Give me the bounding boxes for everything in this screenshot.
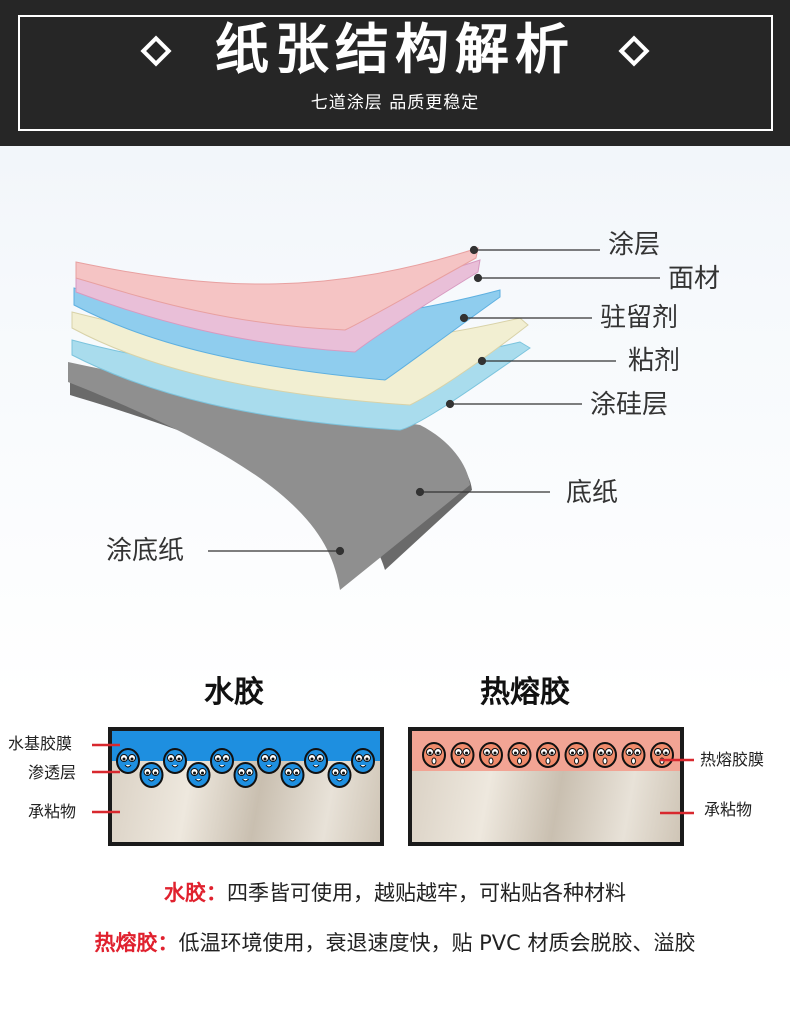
label-penetration: 渗透层 bbox=[28, 763, 77, 782]
label-water-film: 水基胶膜 bbox=[8, 734, 73, 753]
molecule-face-icon bbox=[327, 762, 352, 788]
molecule-face-icon bbox=[507, 742, 532, 768]
label-hotmelt-substrate: 承粘物 bbox=[704, 800, 753, 819]
molecule-face-icon bbox=[116, 748, 140, 774]
molecule-face-icon bbox=[257, 748, 281, 774]
molecule-face-icon bbox=[186, 762, 211, 788]
water-glue-panel bbox=[108, 727, 384, 846]
hotmelt-panel bbox=[408, 727, 684, 846]
label-retention: 驻留剂 bbox=[600, 303, 679, 333]
molecule-face-icon bbox=[621, 742, 646, 768]
water-glue-title: 水胶 bbox=[204, 675, 264, 710]
label-base: 底纸 bbox=[566, 478, 619, 508]
note-hotmelt: 热熔胶：低温环境使用，衰退速度快，贴 PVC 材质会脱胶、溢胶 bbox=[94, 931, 696, 955]
paper-layer-diagram bbox=[68, 245, 660, 590]
molecule-face-icon bbox=[163, 748, 187, 774]
water-film bbox=[112, 731, 380, 761]
water-molecules bbox=[116, 748, 375, 788]
molecule-face-icon bbox=[139, 762, 164, 788]
molecule-face-icon bbox=[564, 742, 589, 768]
molecule-face-icon bbox=[233, 762, 258, 788]
note-water: 水胶：四季皆可使用，越贴越牢，可粘贴各种材料 bbox=[164, 881, 626, 905]
hotmelt-title: 热熔胶 bbox=[480, 675, 570, 710]
label-coated-base: 涂底纸 bbox=[106, 536, 185, 566]
molecule-face-icon bbox=[593, 742, 617, 768]
page-subtitle: 七道涂层 品质更稳定 bbox=[310, 93, 480, 113]
hotmelt-molecules bbox=[422, 742, 674, 768]
leader-lines bbox=[208, 245, 660, 556]
coating-layer bbox=[75, 247, 479, 331]
molecule-face-icon bbox=[280, 762, 305, 788]
molecule-face-icon bbox=[422, 742, 446, 768]
label-water-substrate: 承粘物 bbox=[28, 802, 77, 821]
label-coating: 涂层 bbox=[608, 230, 661, 260]
molecule-face-icon bbox=[210, 748, 234, 774]
molecule-face-icon bbox=[450, 742, 475, 768]
label-adhesive: 粘剂 bbox=[628, 346, 681, 376]
molecule-face-icon bbox=[351, 748, 375, 774]
molecule-face-icon bbox=[304, 748, 328, 774]
molecule-face-icon bbox=[536, 742, 560, 768]
page-title: 纸张结构解析 bbox=[215, 18, 575, 81]
molecule-face-icon bbox=[650, 742, 674, 768]
label-hotmelt-film: 热熔胶膜 bbox=[700, 750, 765, 769]
molecule-face-icon bbox=[479, 742, 503, 768]
label-face: 面材 bbox=[668, 264, 721, 294]
header-frame bbox=[18, 15, 773, 131]
header-banner: 纸张结构解析 七道涂层 品质更稳定 bbox=[0, 0, 790, 146]
label-silicone: 涂硅层 bbox=[590, 390, 669, 420]
